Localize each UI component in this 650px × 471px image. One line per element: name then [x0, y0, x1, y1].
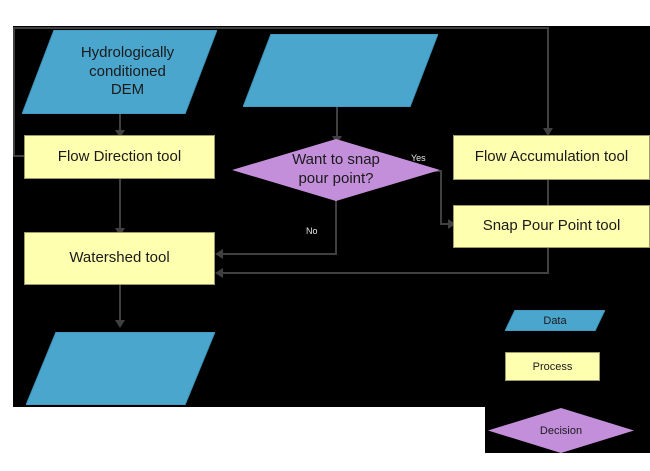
node-decision-snap-pour-point[interactable]: Want to snap pour point? [232, 139, 440, 201]
node-watershed[interactable]: Watershed [26, 332, 215, 405]
arrowhead-snap-tool [448, 219, 456, 229]
node-label-flow-accumulation-tool: Flow Accumulation tool [474, 148, 629, 166]
node-snap-pour-point-tool[interactable]: Snap Pour Point tool [453, 205, 650, 248]
node-hydrologically-conditioned-dem[interactable]: Hydrologically conditioned DEM [22, 30, 217, 114]
connector-no-horizontal [221, 253, 337, 255]
connector-watershed-tool-to-watershed [119, 285, 121, 323]
legend-item-data: Data [505, 310, 605, 331]
node-label-snap-pour-point-tool: Snap Pour Point tool [482, 217, 621, 235]
data-shape-dem [22, 30, 217, 114]
legend-item-decision: Decision [488, 408, 634, 453]
decision-label-wrap: Want to snap pour point? [232, 139, 440, 201]
connector-to-flow-accumulation [547, 27, 549, 130]
background-left-fill [13, 160, 22, 407]
node-watershed-tool[interactable]: Watershed tool [24, 232, 215, 285]
data-shape-pour-point [243, 34, 438, 107]
node-pour-point[interactable]: Pour point [243, 34, 438, 107]
connector-snap-vertical [547, 248, 549, 274]
legend-decision-label-wrap: Decision [488, 408, 634, 453]
connector-dem-to-flowdir [119, 113, 121, 133]
arrowhead-watershed [115, 320, 125, 328]
node-label-decision: Want to snap pour point? [292, 151, 380, 187]
connector-top-rail [13, 27, 549, 29]
background-left-gap [0, 26, 13, 407]
connector-yes-vertical [440, 170, 442, 224]
arrowhead-flowdir [115, 130, 125, 138]
node-label-flow-direction-tool: Flow Direction tool [57, 147, 182, 165]
legend-data-shape [505, 310, 605, 331]
legend-label-data: Data [543, 314, 567, 327]
connector-snap-horizontal [221, 272, 549, 274]
node-flow-accumulation-tool[interactable]: Flow Accumulation tool [453, 135, 650, 180]
connector-flowaccum-to-snap [547, 180, 549, 208]
connector-yes-into-snap [440, 223, 452, 225]
connector-left-into-flowdir [13, 155, 25, 157]
connector-left-vertical [13, 27, 15, 156]
data-shape-watershed [26, 332, 215, 405]
legend-label-decision: Decision [539, 424, 583, 437]
connector-pourpoint-to-decision [336, 107, 338, 140]
legend-label-process: Process [532, 360, 573, 373]
connector-no-vertical [335, 200, 337, 254]
edge-label-yes: Yes [411, 153, 426, 163]
legend-item-process: Process [505, 352, 600, 381]
arrowhead-watershed-tool-no [215, 249, 223, 259]
node-flow-direction-tool[interactable]: Flow Direction tool [24, 135, 215, 179]
edge-label-no: No [306, 226, 318, 236]
arrowhead-flow-accumulation [543, 128, 553, 136]
node-label-watershed-tool: Watershed tool [69, 249, 170, 267]
connector-flowdir-to-watershed-tool [119, 178, 121, 230]
arrowhead-watershed-tool-snap [215, 268, 223, 278]
